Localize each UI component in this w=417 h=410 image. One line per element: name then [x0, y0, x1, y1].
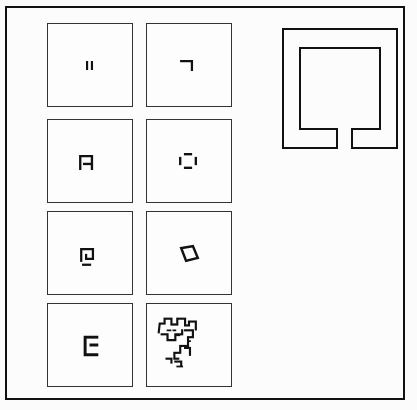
- tilted-box-icon: [147, 212, 231, 294]
- c-shape-icon: [48, 304, 132, 386]
- nested-maze-icon: [281, 27, 399, 151]
- tile-6: [146, 211, 232, 295]
- scribble-icon: [147, 304, 231, 386]
- tile-2: [146, 23, 232, 107]
- tile-1: [47, 23, 133, 107]
- tile-3: [47, 119, 133, 203]
- double-tick-icon: [48, 24, 132, 106]
- tile-4: [146, 119, 232, 203]
- hook-icon: [147, 24, 231, 106]
- tile-7: [47, 303, 133, 387]
- tile-grid: [47, 23, 237, 391]
- reference-diagram: [281, 27, 399, 151]
- dashed-ring-icon: [147, 120, 231, 202]
- open-square-icon: [48, 120, 132, 202]
- tile-5: [47, 211, 133, 295]
- small-shape-icon: [48, 212, 132, 294]
- tile-8: [146, 303, 232, 387]
